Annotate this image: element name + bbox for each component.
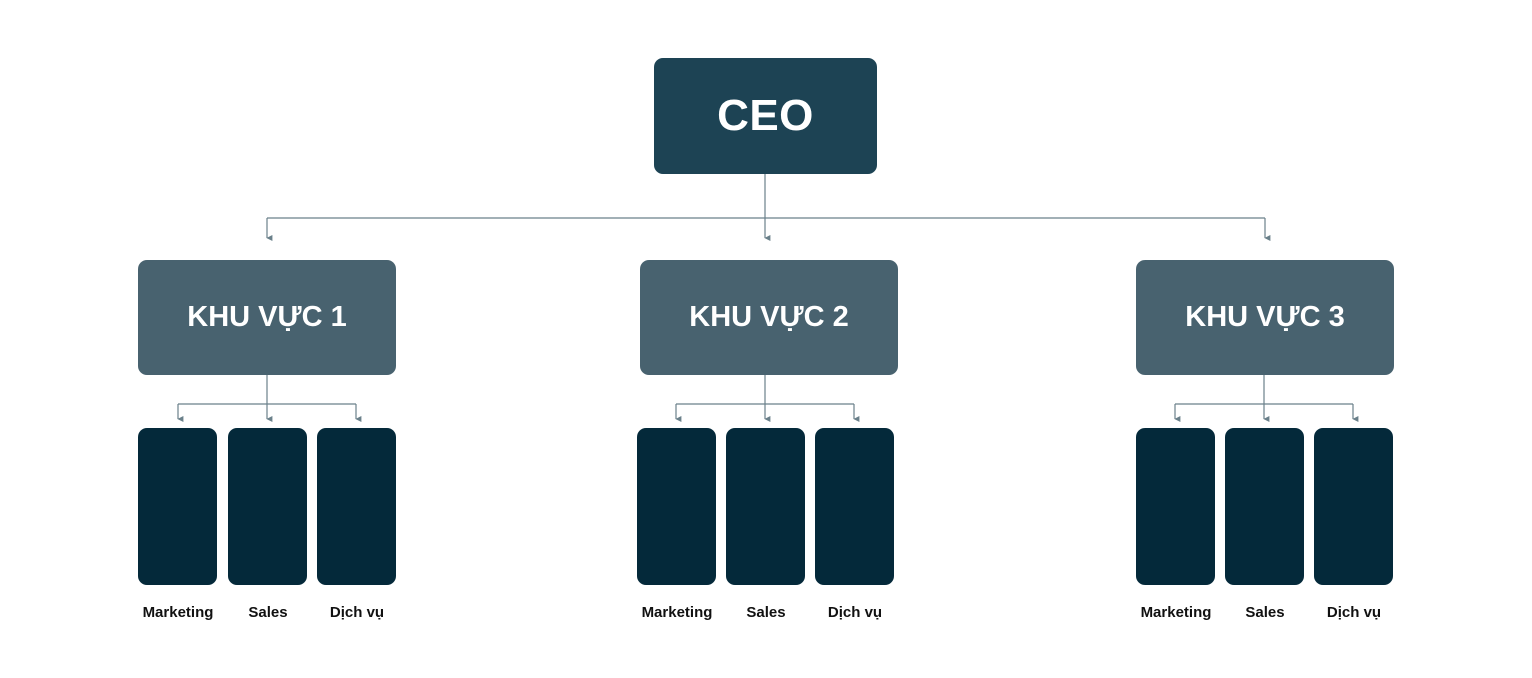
region-2-label: KHU VỰC 2 [689, 301, 849, 333]
region-3-label: KHU VỰC 3 [1185, 301, 1345, 333]
region-3-marketing-label: Marketing [1140, 604, 1212, 621]
region-1-service-label: Dịch vụ [329, 604, 385, 621]
region-1-label: KHU VỰC 1 [187, 301, 347, 333]
ceo-box: CEO [654, 58, 877, 174]
region-3-sales-label: Sales [1245, 604, 1285, 621]
region-3-connectors [1174, 375, 1359, 422]
region-3-marketing-box [1136, 428, 1215, 585]
region-1-marketing-box [138, 428, 217, 585]
region-1-box: KHU VỰC 1 [138, 260, 396, 375]
region-1-service-box [317, 428, 396, 585]
ceo-connectors [266, 174, 1271, 241]
region-2-service-label: Dịch vụ [827, 604, 883, 621]
region-2-box: KHU VỰC 2 [640, 260, 898, 375]
region-3-sales-box [1225, 428, 1304, 585]
ceo-label: CEO [717, 91, 814, 140]
region-2-service-box [815, 428, 894, 585]
region-1-marketing-label: Marketing [142, 604, 214, 621]
region-2-sales-box [726, 428, 805, 585]
region-3-service-box [1314, 428, 1393, 585]
region-2-sales-label: Sales [746, 604, 786, 621]
region-2-connectors [675, 375, 860, 422]
region-2-marketing-label: Marketing [641, 604, 713, 621]
region-3-box: KHU VỰC 3 [1136, 260, 1394, 375]
region-1-sales-box [228, 428, 307, 585]
region-3-service-label: Dịch vụ [1326, 604, 1382, 621]
region-1-connectors [177, 375, 362, 422]
region-2-marketing-box [637, 428, 716, 585]
region-1-sales-label: Sales [248, 604, 288, 621]
